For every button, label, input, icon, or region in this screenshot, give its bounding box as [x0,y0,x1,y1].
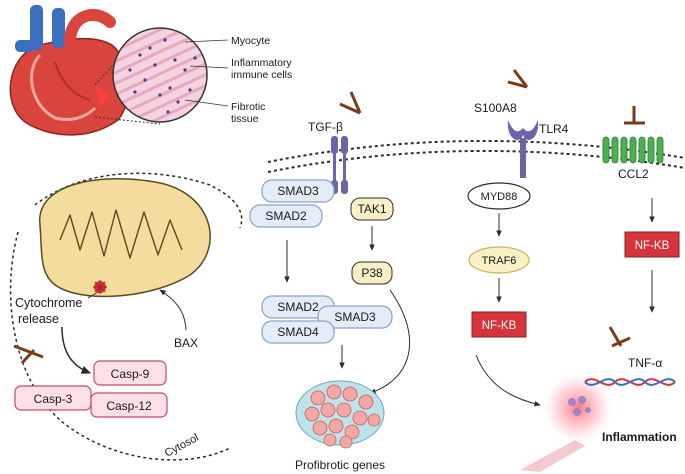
inflammation-illustration [520,370,616,472]
ccl2-receptor [602,136,664,164]
tlr4-label: TLR4 [539,122,569,136]
smad3-complex-label: SMAD3 [334,310,376,324]
tgfb-label: TGF-β [308,120,343,134]
traf6-label: TRAF6 [482,255,517,267]
tgfb-receptor [331,136,348,194]
smad4-complex-box [261,320,335,344]
immune-label-line1: Inflammatory [231,57,292,69]
smad4-complex-label: SMAD4 [277,325,319,339]
cell-boundary-top [34,172,243,229]
myocyte-label: Myocyte [231,35,270,47]
bax-label: BAX [174,336,198,350]
smad2-top-label: SMAD2 [265,209,307,223]
nfkb-ccl-label: NF-KB [635,240,670,252]
casp12-box [90,392,168,418]
smad3-top-label: SMAD3 [277,184,319,198]
mitochondrion [39,178,211,298]
smad2-top-box [249,204,323,228]
casp-inhibitor [13,344,44,365]
fibrotic-label-line2: tissue [231,113,259,125]
fibrotic-leader [184,99,229,107]
tnfa-inhibitor [608,326,631,348]
s100a8-label: S100A8 [474,101,517,115]
tgfb-inhibitor [339,91,362,115]
smad2-complex-label: SMAD2 [277,300,319,314]
immune-label-line2: immune cells [231,69,292,81]
profibrotic-cluster [295,380,385,449]
myd88-label: MYD88 [481,191,518,203]
arrow-nfkb-inflammation [475,354,541,407]
smad3-top-box [261,179,335,203]
nfkb-tlr-box [471,311,527,338]
tak1-box [350,197,394,221]
cytochrome-label-line2: release [18,312,59,326]
casp3-label: Casp-3 [34,392,73,406]
nfkb-tlr-label: NF-KB [482,320,517,332]
inflammation-label: Inflammation [602,430,677,444]
tak1-label: TAK1 [357,202,386,216]
s100a8-inhibitor [507,69,529,89]
cytochrome-label-line1: Cytochrome [15,296,82,310]
cytosol-label: Cytosol [163,432,201,460]
ccl2-inhibitor [624,106,645,125]
immune-leader [189,65,229,69]
casp12-label: Casp-12 [106,399,152,413]
fibrotic-label-line1: Fibrotic [231,101,265,113]
myocyte-leader [184,39,229,43]
dna-helix [584,378,676,386]
myd88-node [467,182,531,210]
profibrotic-label: Profibrotic genes [295,458,385,472]
arrow-p38-genes [369,289,411,394]
cytochrome-release-marker [93,280,107,294]
ccl2-label: CCL2 [618,167,649,181]
zoom-line-bottom [94,116,161,125]
smad3-complex-box [317,305,393,329]
histology-circle [112,27,208,123]
casp9-box [93,360,167,386]
p38-label: P38 [361,266,383,280]
heart-illustration [9,5,130,136]
nfkb-ccl-box [624,231,680,258]
tlr4-receptor [507,120,539,178]
cytochrome-leader [87,291,99,299]
p38-box [351,261,393,285]
casp9-label: Casp-9 [111,367,150,381]
traf6-node [468,246,530,274]
tnfa-label: TNF-α [628,356,662,370]
arrow-bax-mitochondrion [159,289,187,331]
arrow-cytochrome-casp9 [61,326,91,374]
